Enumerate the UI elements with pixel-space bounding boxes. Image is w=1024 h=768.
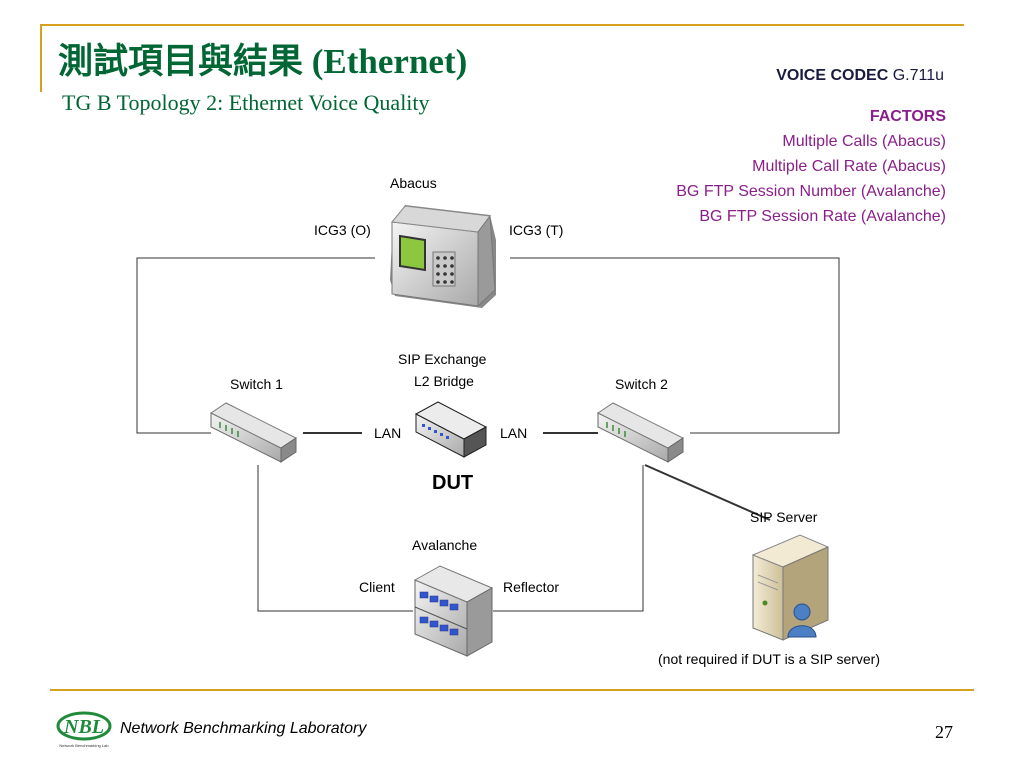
avalanche-label: Avalanche (412, 537, 478, 553)
top-rule (40, 24, 964, 26)
icg-o-label: ICG3 (O) (314, 222, 371, 238)
logo-subtext: Network Benchmarking Lab (59, 743, 109, 748)
left-accent-bar (40, 24, 42, 92)
client-label: Client (359, 579, 395, 595)
sip-exchange-label: SIP Exchange (398, 351, 487, 367)
sip-server-icon (751, 534, 830, 641)
slide-title: 測試項目與結果 (Ethernet) (58, 42, 468, 81)
page-number: 27 (935, 722, 953, 742)
logo-text: NBL (63, 716, 104, 738)
icg-t-label: ICG3 (T) (509, 222, 564, 238)
voice-codec-value: G.711u (892, 67, 944, 84)
dut-bridge-icon (414, 401, 488, 458)
user-icon (787, 603, 817, 638)
reflector-label: Reflector (503, 579, 560, 595)
abacus-label: Abacus (390, 175, 437, 191)
sip-server-label: SIP Server (750, 509, 818, 525)
switch2-icon (597, 402, 684, 463)
connection-lines (136, 257, 840, 612)
link-switch2-sipserver (644, 464, 771, 521)
switch2-label: Switch 2 (615, 376, 668, 392)
dut-label: DUT (432, 472, 474, 494)
factors-list: FACTORS Multiple Calls (Abacus) Multiple… (676, 104, 946, 229)
abacus-device-icon (390, 205, 496, 308)
factor-item: Multiple Calls (Abacus) (782, 133, 946, 150)
lan-right-label: LAN (500, 425, 528, 441)
link-switch2-avalanche (493, 465, 644, 612)
link-abacus-switch2 (510, 257, 840, 434)
avalanche-device-icon (413, 565, 494, 657)
bottom-rule (50, 689, 974, 691)
sip-server-note: (not required if DUT is a SIP server) (658, 651, 881, 667)
nbl-logo: NBL Network Benchmarking Lab (56, 711, 112, 748)
switch1-icon (210, 402, 297, 463)
slide-subtitle: TG B Topology 2: Ethernet Voice Quality (62, 90, 430, 115)
factors-heading: FACTORS (869, 108, 946, 125)
link-switch1-avalanche (257, 465, 413, 612)
voice-codec-label: VOICE CODEC (776, 67, 889, 84)
factor-item: Multiple Call Rate (Abacus) (752, 158, 946, 175)
voice-codec: VOICE CODEC G.711u (776, 67, 944, 85)
switch1-label: Switch 1 (230, 376, 283, 392)
l2-bridge-label: L2 Bridge (414, 373, 474, 389)
lan-left-label: LAN (374, 425, 402, 441)
factor-item: BG FTP Session Number (Avalanche) (676, 183, 946, 200)
factor-item: BG FTP Session Rate (Avalanche) (699, 208, 946, 225)
link-abacus-switch1 (136, 257, 375, 434)
footer-org: Network Benchmarking Laboratory (120, 720, 367, 737)
